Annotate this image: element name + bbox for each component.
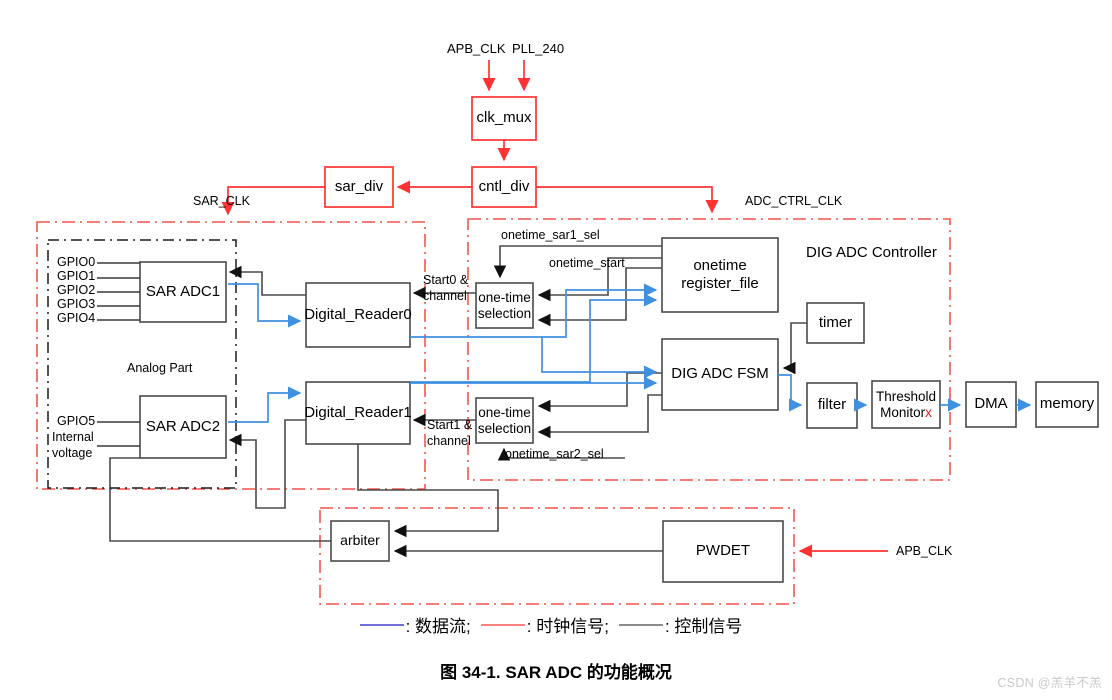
clk-mux-box	[471, 96, 537, 141]
one-time-selection-2-box	[475, 397, 534, 444]
label-apb-clk-input: APB_CLK	[447, 41, 506, 56]
one-time-selection-2-line1: one-time	[478, 404, 531, 420]
memory-box	[1035, 381, 1099, 428]
arbiter-box	[330, 520, 390, 562]
label-pwdet-apb-clk: APB_CLK	[896, 544, 953, 558]
region-analog-inner-boundary	[47, 239, 237, 489]
onetime-register-file-line1: onetime	[693, 257, 747, 274]
label-internal-voltage-line2: voltage	[52, 446, 93, 460]
digital-reader1-box	[305, 381, 411, 445]
threshold-monitor-suffix: x	[925, 404, 932, 420]
legend-control-signal-swatch	[618, 623, 663, 626]
sar-adc2-box	[139, 395, 227, 459]
label-gpio2: GPIO2	[57, 283, 96, 297]
one-time-selection-1-box	[475, 282, 534, 329]
legend-clock-signal-swatch	[480, 623, 525, 626]
label-onetime-sar1-sel: onetime_sar1_sel	[501, 228, 600, 242]
functional-boxes	[139, 237, 1099, 583]
sar-div-box	[324, 166, 394, 208]
legend-control-signal-label: : 控制信号	[664, 617, 743, 636]
one-time-selection-1-line1: one-time	[478, 289, 531, 305]
onetime-register-file-box	[661, 237, 779, 313]
threshold-monitor-line1: Threshold	[875, 388, 937, 404]
label-start0-line1: Start0 &	[423, 273, 469, 287]
dma-box	[965, 381, 1017, 428]
one-time-selection-1[interactable]: one-time selection	[476, 283, 533, 328]
watermark: CSDN @羔羊不羔	[997, 676, 1102, 690]
label-gpio3: GPIO3	[57, 297, 96, 311]
label-internal-voltage-line1: Internal	[52, 430, 94, 444]
analog-part-title: Analog Part	[127, 361, 193, 375]
label-gpio5: GPIO5	[57, 414, 96, 428]
label-adc-ctrl-clk: ADC_CTRL_CLK	[745, 194, 843, 208]
one-time-selection-1-line2: selection	[477, 305, 532, 321]
label-start0-line2: channel	[423, 289, 467, 303]
label-onetime-sar2-sel: onetime_sar2_sel	[505, 447, 604, 461]
label-pll-240-input: PLL_240	[512, 41, 565, 56]
threshold-monitor-box	[871, 380, 941, 429]
legend-data-flow: : 数据流;	[359, 612, 481, 637]
legend-data-flow-swatch	[359, 623, 404, 626]
dig-adc-fsm-box	[661, 338, 779, 411]
legend-clock-signal: : 时钟信号;	[480, 612, 619, 637]
clock-boxes	[324, 96, 537, 208]
data-net	[228, 283, 1032, 423]
dig-adc-controller-title: DIG ADC Controller	[806, 244, 937, 261]
label-start1-line2: channel	[427, 434, 471, 448]
clock-net	[221, 60, 888, 558]
threshold-monitor-line2: Monitor	[880, 404, 926, 420]
label-onetime-start: onetime_start	[549, 256, 625, 270]
legend: : 数据流; : 时钟信号; : 控制信号	[0, 612, 1112, 637]
onetime-register-file-line2: register_file	[681, 275, 759, 292]
region-pwdet-boundary	[319, 507, 795, 605]
gpio-input-lines	[97, 262, 140, 447]
region-analog-boundary	[36, 221, 426, 490]
label-gpio0: GPIO0	[57, 255, 96, 269]
label-gpio1: GPIO1	[57, 269, 96, 283]
legend-data-flow-label: : 数据流;	[405, 617, 471, 636]
digital-reader0-box	[305, 282, 411, 348]
pwdet-box	[662, 520, 784, 583]
filter-box	[806, 382, 858, 429]
figure-caption: 图 34-1. SAR ADC 的功能概况	[440, 663, 672, 682]
onetime-register-file[interactable]: onetime register_file	[662, 238, 778, 312]
control-net	[109, 245, 807, 558]
sar-adc1-box	[139, 261, 227, 323]
label-sar-clk: SAR_CLK	[193, 194, 250, 208]
one-time-selection-2[interactable]: one-time selection	[476, 398, 533, 443]
legend-control-signal: : 控制信号	[618, 612, 752, 637]
threshold-monitor[interactable]: Threshold Monitorx	[872, 381, 940, 428]
label-start1-line1: Start1 &	[427, 418, 473, 432]
one-time-selection-2-line2: selection	[477, 420, 532, 436]
region-dig-adc-controller-boundary	[467, 218, 951, 481]
timer-box	[806, 302, 865, 344]
legend-clock-signal-label: : 时钟信号;	[526, 617, 609, 636]
cntl-div-box	[471, 166, 537, 208]
label-gpio4: GPIO4	[57, 311, 96, 325]
